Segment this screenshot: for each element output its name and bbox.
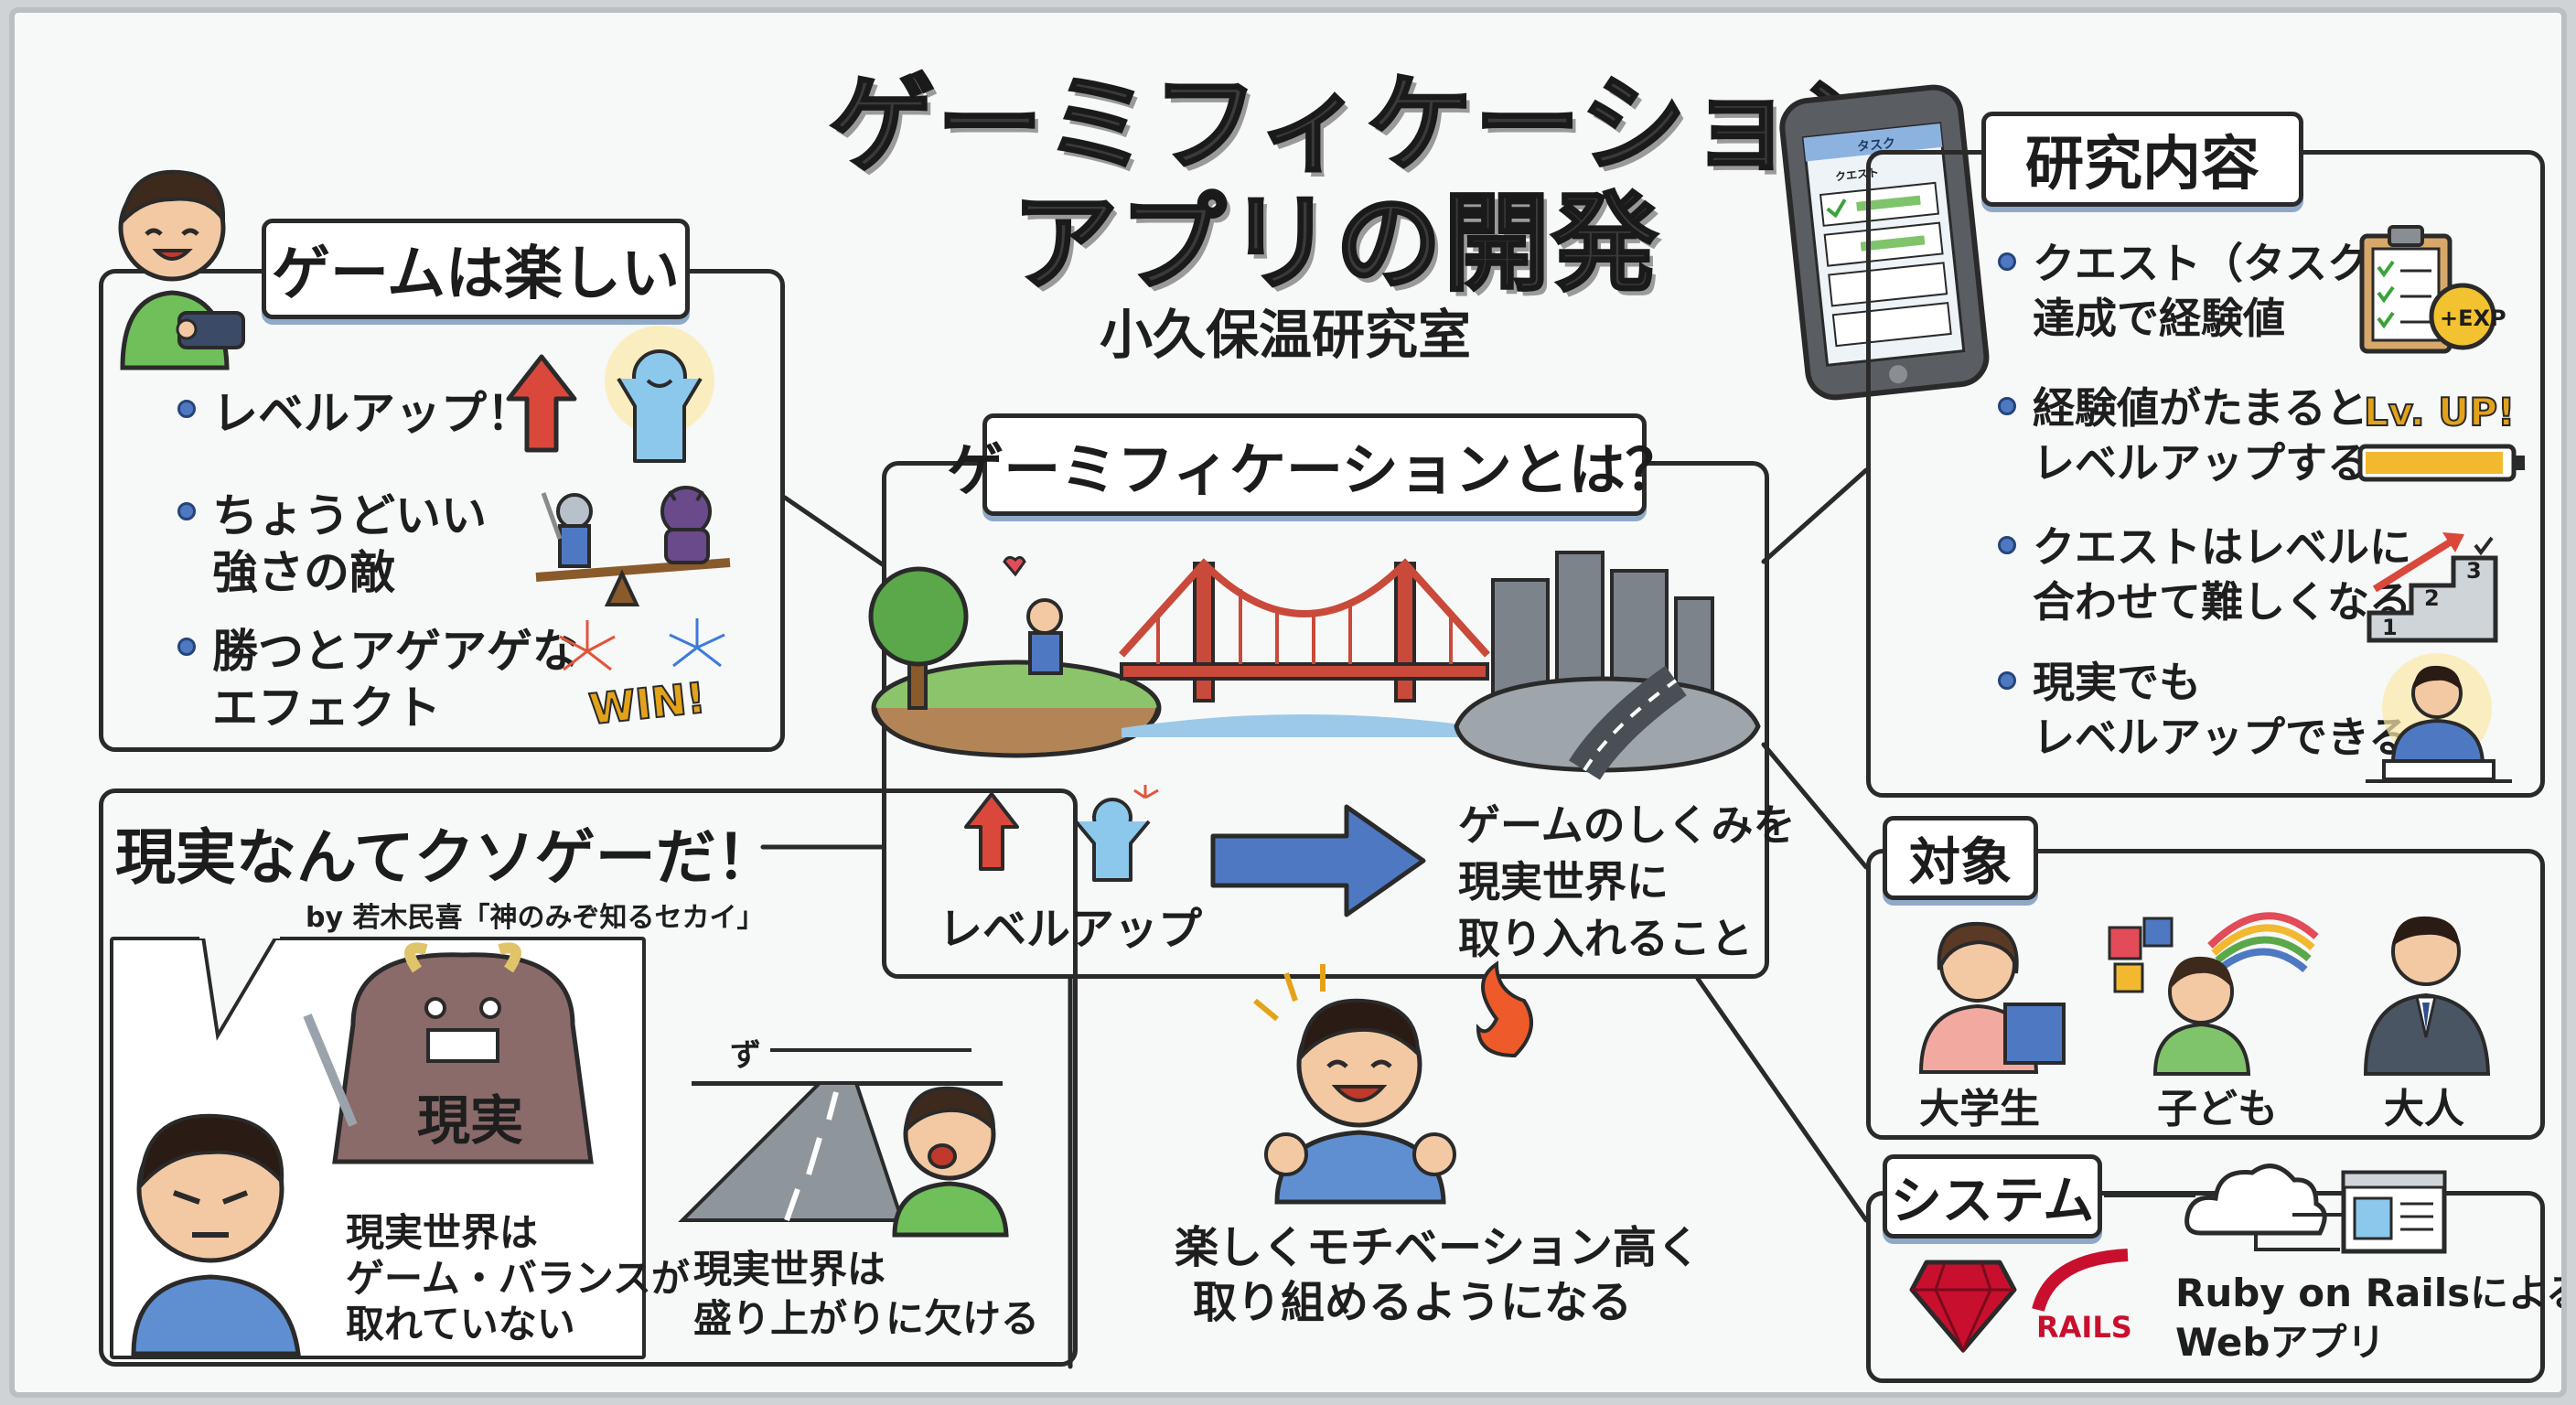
target-label-adult: 大人	[2384, 1086, 2464, 1132]
gamer-boy-icon	[118, 169, 245, 370]
system-desc-line2: Webアプリ	[2175, 1320, 2386, 1365]
system-connector	[2104, 1193, 2195, 1197]
bullet	[1998, 397, 2016, 415]
bullet	[1998, 671, 2016, 690]
result-line2: 取り組めるようになる	[1193, 1277, 1633, 1328]
ruby-gem-icon	[1909, 1260, 2017, 1354]
game-world-island	[868, 555, 1162, 758]
angry-boy-icon	[131, 1113, 301, 1357]
game-fun-heading: ゲームは楽しい	[262, 219, 690, 319]
bullet	[177, 400, 196, 418]
bullet	[1998, 252, 2016, 271]
caption-boring-line1: 現実世界は	[693, 1247, 886, 1292]
smartphone-icon	[1779, 84, 1990, 401]
whiteboard: ゲーミフィケーション アプリの開発 小久保温研究室 ゲームは楽しい レベルアップ…	[9, 7, 2567, 1398]
levelup-arrow-icon	[964, 792, 1019, 871]
system-panel	[1866, 1191, 2545, 1383]
happy-figure-icon	[605, 326, 714, 463]
monster-icon	[303, 942, 594, 1164]
stairs-icon	[2367, 532, 2498, 643]
bridge-icon	[1119, 558, 1490, 737]
monster-label: 現実	[417, 1089, 524, 1152]
university-student-icon	[1918, 921, 2066, 1074]
right-arrow-icon	[1210, 804, 1426, 917]
target-panel	[1866, 849, 2545, 1140]
game-fun-item-1: レベルアップ！	[212, 387, 532, 440]
exp-bar-icon	[2357, 444, 2525, 482]
connector-lines	[760, 467, 1869, 1369]
research-heading: 研究内容	[1981, 112, 2303, 207]
adult-icon	[2363, 916, 2491, 1076]
cloud-server-icon	[2184, 1164, 2447, 1254]
definition-line1: ゲームのしくみを	[1458, 800, 1796, 850]
research-item-2-line1: 経験値がたまると	[2033, 383, 2368, 433]
sfx-line	[770, 1048, 971, 1052]
kusoge-panel	[99, 788, 1078, 1367]
studying-person-icon	[2366, 653, 2512, 783]
bullet	[177, 638, 196, 656]
title-line1: ゲーミフィケーション	[827, 62, 1905, 188]
speech-tail	[199, 933, 280, 1041]
child-icon	[2108, 912, 2319, 1076]
up-arrow-icon	[506, 354, 577, 453]
research-item-1-line1: クエスト（タスク）	[2033, 239, 2411, 288]
research-item-4-line1: 現実でも	[2033, 658, 2201, 707]
system-desc-line1: Ruby on Railsによる	[2175, 1271, 2567, 1315]
gamification-heading: ゲーミフィケーションとは？	[947, 413, 1682, 516]
knight-vs-monster-icon	[535, 486, 731, 606]
research-item-1-line2: 達成で経験値	[2033, 294, 2285, 343]
game-fun-item-3-line2: エフェクト	[212, 681, 441, 735]
lvup-label: Lv. UP!	[2363, 389, 2516, 435]
game-fun-item-3-line1: 勝つとアゲアゲな	[212, 625, 578, 678]
sleep-sfx: ず	[730, 1037, 761, 1074]
definition-line2: 現実世界に	[1458, 857, 1669, 906]
caption-balance-line2: ゲーム・バランスが	[346, 1256, 690, 1301]
yawning-boy-icon	[892, 1086, 1009, 1238]
step-2: 2	[2424, 585, 2440, 611]
empty-road-icon	[678, 1081, 905, 1222]
game-fun-item-2-line2: 強さの敵	[212, 546, 395, 599]
levelup-label: レベルアップ	[939, 904, 1203, 955]
caption-balance-line1: 現実世界は	[346, 1210, 539, 1255]
kusoge-credit: by 若木民喜「神のみぞ知るセカイ」	[306, 902, 765, 934]
system-heading: システム	[1883, 1154, 2102, 1239]
caption-balance-line3: 取れていない	[346, 1302, 575, 1346]
fireworks-icon	[559, 618, 725, 671]
lab-name: 小久保温研究室	[1100, 304, 1472, 366]
title-line2: アプリの開発	[1011, 181, 1659, 307]
step-1: 1	[2382, 615, 2398, 640]
research-item-2-line2: レベルアップする	[2033, 438, 2369, 488]
kusoge-heading: 現実なんてクソゲーだ！	[115, 822, 777, 893]
gray-city-icon	[1454, 551, 1761, 780]
cheering-figure-icon	[1074, 785, 1159, 882]
exp-badge: +EXP	[2440, 306, 2506, 331]
game-fun-item-2-line1: ちょうどいい	[212, 489, 487, 542]
target-heading: 対象	[1883, 816, 2038, 900]
research-item-4-line2: レベルアップできる	[2033, 713, 2411, 762]
motivated-boy-icon	[1253, 960, 1533, 1205]
bullet	[1998, 536, 2016, 554]
rails-label: RAILS	[2036, 1310, 2132, 1345]
target-label-student: 大学生	[1919, 1086, 2040, 1132]
clipboard-icon	[2359, 225, 2496, 354]
bullet	[177, 502, 196, 520]
target-label-child: 子ども	[2157, 1086, 2278, 1132]
rails-logo-icon	[2032, 1249, 2129, 1312]
result-line1: 楽しくモチベーション高く	[1175, 1222, 1701, 1273]
definition-line3: 取り入れること	[1458, 914, 1753, 963]
research-item-3-line2: 合わせて難しくなる	[2033, 577, 2411, 627]
caption-boring-line2: 盛り上がりに欠ける	[693, 1296, 1040, 1341]
step-3: 3	[2466, 558, 2482, 584]
research-item-3-line1: クエストはレベルに	[2033, 522, 2411, 572]
